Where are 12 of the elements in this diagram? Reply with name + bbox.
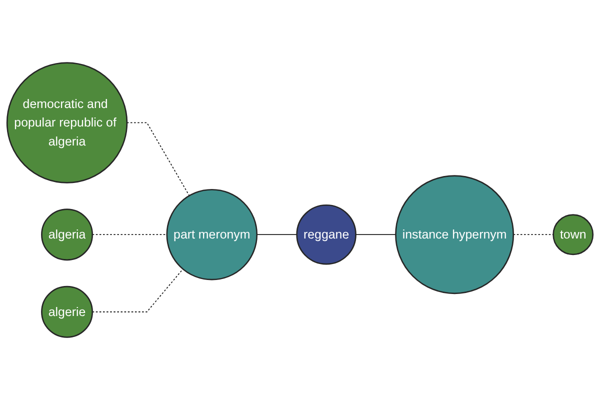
connector xyxy=(92,268,184,312)
connector xyxy=(126,122,190,196)
node-circle: algeria xyxy=(41,208,93,261)
node-circle: democratic and popular republic of algeria xyxy=(6,62,128,184)
connector xyxy=(92,234,168,236)
node-circle: reggane xyxy=(296,204,356,265)
connector xyxy=(355,234,396,236)
node-circle: town xyxy=(552,214,594,256)
node-circle: part meronym xyxy=(166,188,258,280)
node-circle: algerie xyxy=(41,286,93,338)
connector xyxy=(256,234,298,236)
node-circle: instance hypernym xyxy=(395,175,514,294)
